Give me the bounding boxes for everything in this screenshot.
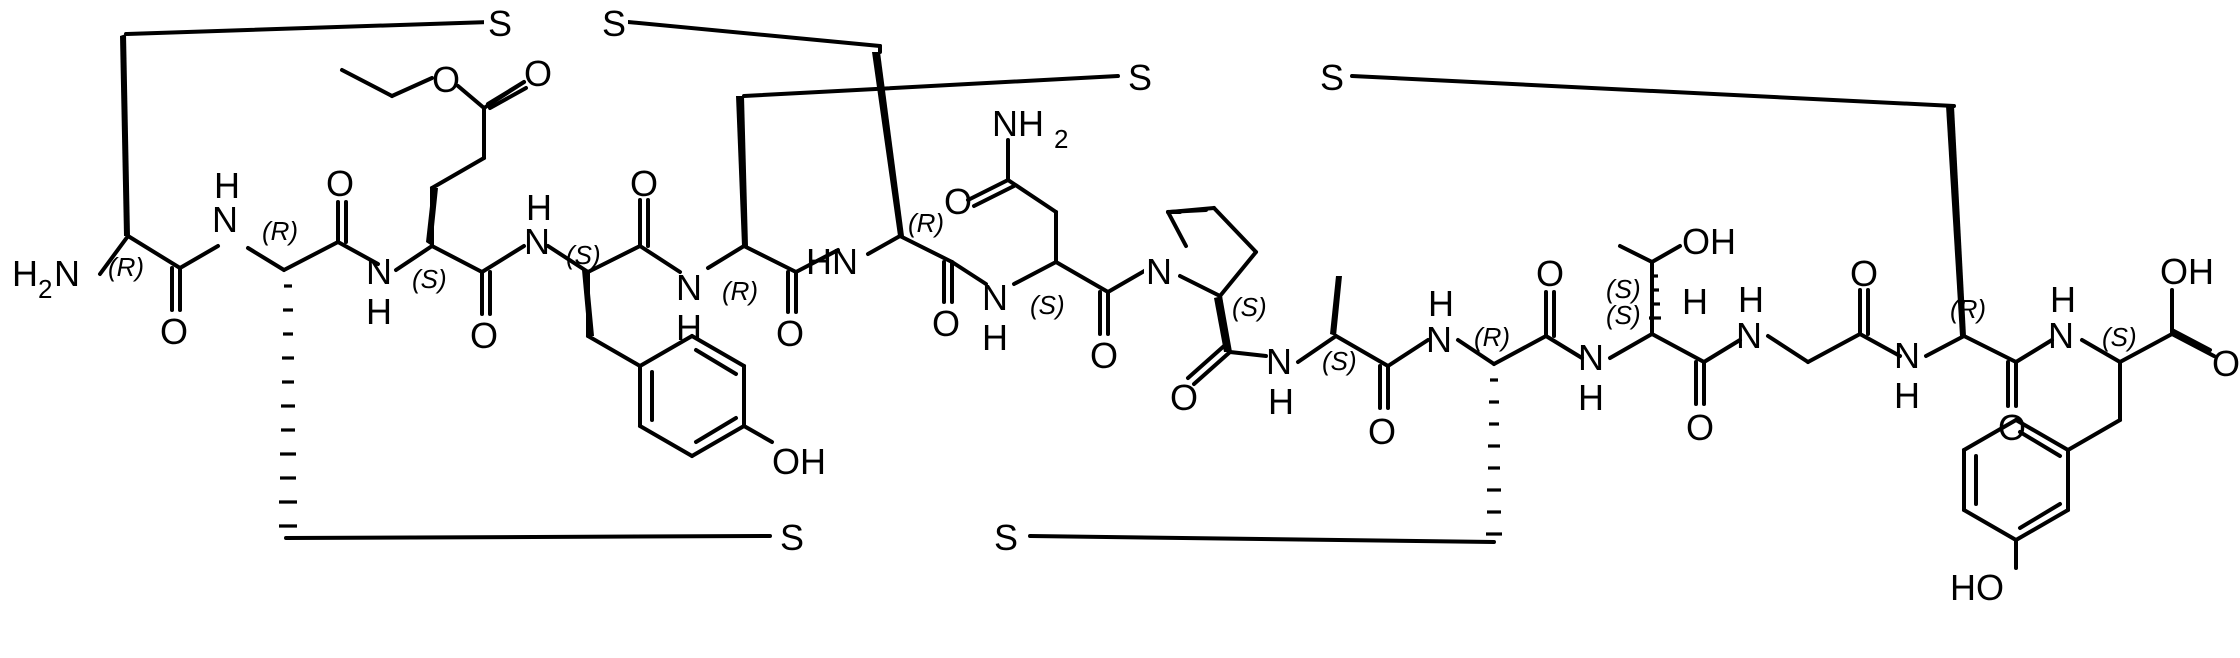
amide-h-label: H [214, 165, 240, 206]
amide-h-label: H [1268, 381, 1294, 422]
carbonyl-o-label: O [1368, 411, 1396, 452]
amide-h-label: H [1428, 283, 1454, 324]
carbonyl-o-label: O [1090, 335, 1118, 376]
stereo-label: (S) [1606, 274, 1641, 304]
stereo-label: (S) [1030, 290, 1065, 320]
amide-h-label: H [676, 307, 702, 348]
tyrosine-ho-label: HO [1950, 567, 2004, 608]
amide-h-label: H [2050, 279, 2076, 320]
amide-h-label: H [982, 317, 1008, 358]
proline-n-label: N [1146, 251, 1172, 292]
stereo-label: (S) [566, 240, 601, 270]
carbonyl-o-label: O [470, 315, 498, 356]
amide-h-label: H [1578, 377, 1604, 418]
asn-amide-nh-label: NH [992, 103, 1044, 144]
amide-n-label: N [1894, 335, 1920, 376]
amide-h-label: H [1894, 375, 1920, 416]
carbonyl-o-label: O [1850, 253, 1878, 294]
sulfur-atom: S [994, 517, 1018, 558]
stereo-label: (R) [262, 216, 298, 246]
stereo-label: (S) [1232, 292, 1267, 322]
carbonyl-o-label: O [1686, 407, 1714, 448]
stereo-label: (S) [2102, 322, 2137, 352]
stereo-label: (R) [908, 208, 944, 238]
carbonyl-o-label: O [2212, 343, 2240, 384]
sulfur-atom: S [780, 517, 804, 558]
ester-carbonyl-o-label: O [524, 53, 552, 94]
sulfur-atom: S [1320, 57, 1344, 98]
stereo-label: (R) [108, 252, 144, 282]
stereo-label: (S) [1606, 300, 1641, 330]
amide-n-label: N [1266, 341, 1292, 382]
amine-n-label: N [54, 253, 80, 294]
tyrosine-oh-label: OH [772, 441, 826, 482]
wedge-bonds [120, 34, 1966, 352]
amide-h-label: H [526, 187, 552, 228]
amide-n-label: N [676, 267, 702, 308]
carbonyl-o-label: O [160, 311, 188, 352]
amide-h-label: H [366, 291, 392, 332]
amide-n-label: N [524, 221, 550, 262]
amide-n-label: N [1426, 319, 1452, 360]
atom-labels: S S S S S S H 2 N N H N H N H N H HN N H… [12, 3, 2240, 608]
threonine-oh-label: OH [1682, 221, 1736, 262]
stereo-label: (S) [1322, 346, 1357, 376]
amide-hn-label: HN [806, 241, 858, 282]
amide-n-label: N [212, 199, 238, 240]
stereo-label: (S) [412, 264, 447, 294]
amide-n-label: N [1736, 315, 1762, 356]
amide-n-label: N [2048, 315, 2074, 356]
hashed-bonds [279, 274, 1661, 536]
sulfur-atom: S [602, 3, 626, 44]
amine-subscript-2: 2 [38, 274, 52, 304]
carbonyl-o-label: O [1536, 253, 1564, 294]
stereo-descriptors: (R) (R) (S) (S) (R) (R) (S) (S) (S) (R) … [108, 208, 2137, 376]
stereo-label: (R) [722, 276, 758, 306]
carbonyl-o-label: O [1170, 377, 1198, 418]
sulfur-atom: S [488, 3, 512, 44]
carboxyl-oh-label: OH [2160, 251, 2214, 292]
stereo-label: (R) [1950, 294, 1986, 324]
carbonyl-o-label: O [630, 163, 658, 204]
amide-n-label: N [982, 277, 1008, 318]
asn-amide-subscript-2: 2 [1054, 124, 1068, 154]
asn-carbonyl-o-label: O [944, 181, 972, 222]
amide-n-label: N [1578, 337, 1604, 378]
carbonyl-o-label: O [1998, 407, 2026, 448]
carbonyl-o-label: O [932, 303, 960, 344]
sulfur-atom: S [1128, 57, 1152, 98]
amide-n-label: N [366, 251, 392, 292]
carbonyl-o-label: O [326, 163, 354, 204]
amide-h-label: H [1738, 279, 1764, 320]
threonine-h-label: H [1682, 281, 1708, 322]
amine-h-label: H [12, 253, 38, 294]
stereo-label: (R) [1474, 322, 1510, 352]
bond-lines [98, 20, 2216, 570]
ester-o-label: O [432, 59, 460, 100]
carbonyl-o-label: O [776, 313, 804, 354]
